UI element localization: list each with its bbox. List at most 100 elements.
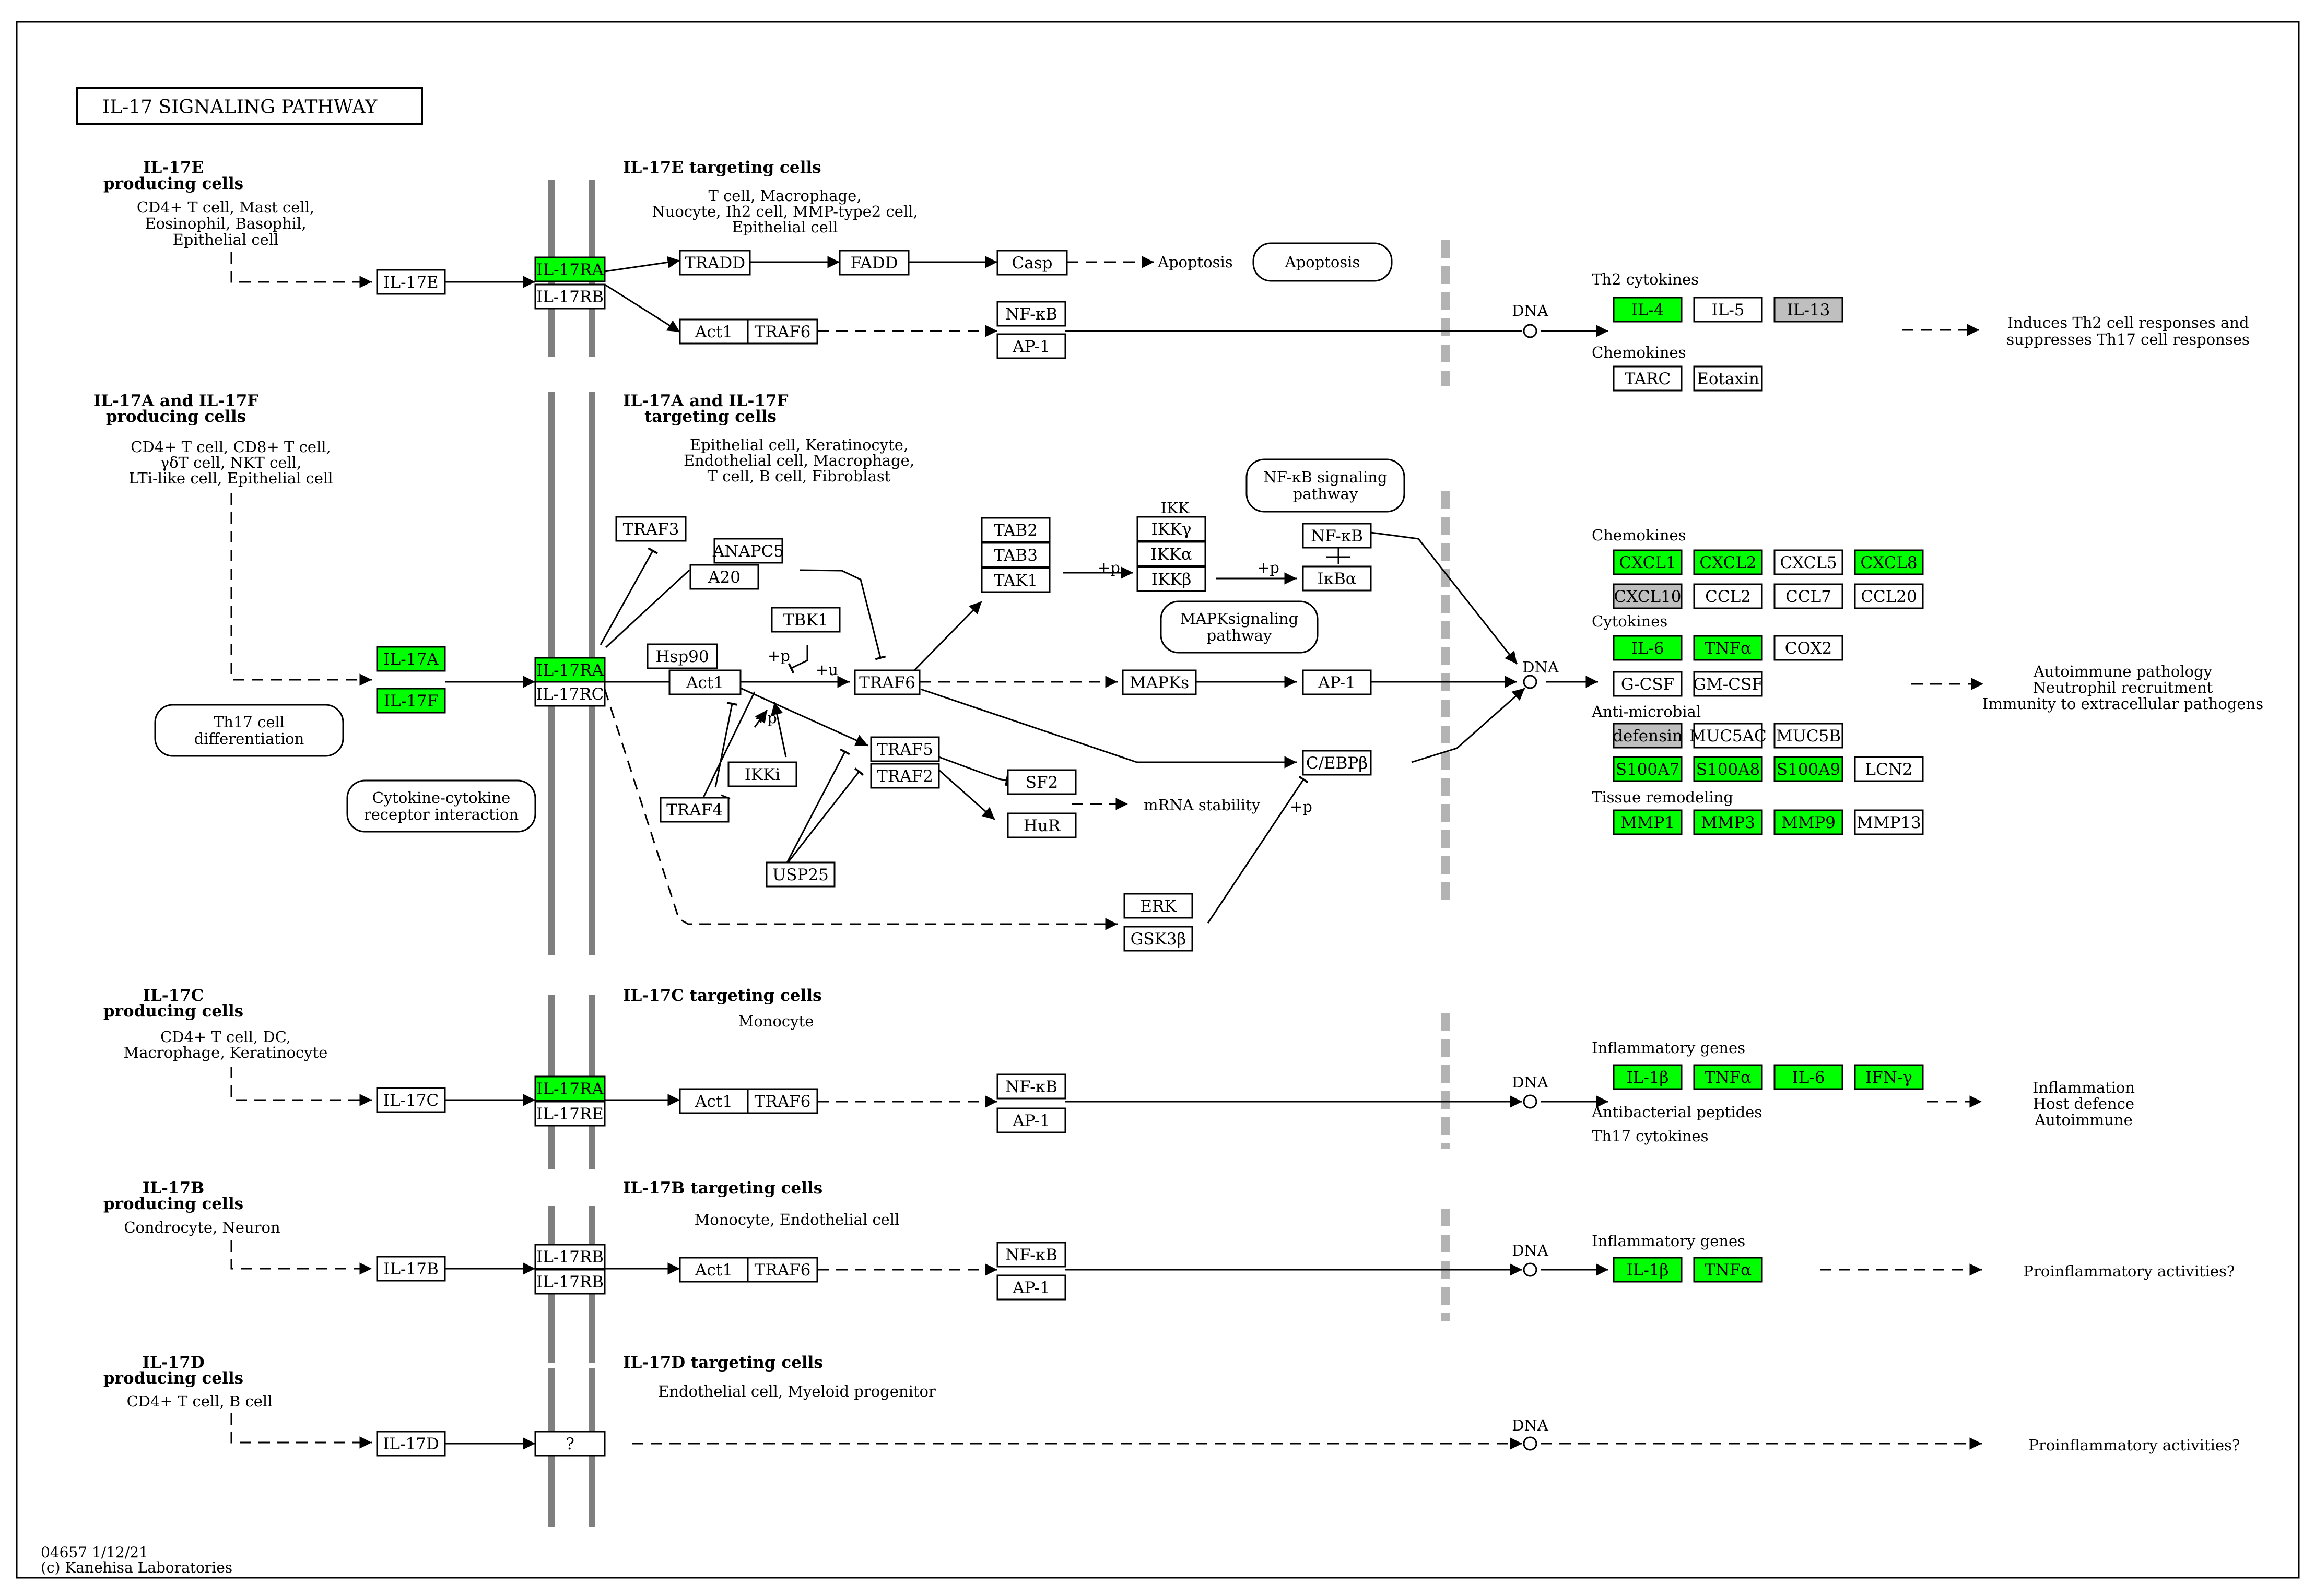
gene-node-il4[interactable]: IL-4 (1613, 297, 1683, 323)
gene-node-tnfa-b[interactable]: TNFα (1693, 1257, 1763, 1283)
gene-node-mmp13[interactable]: MMP13 (1854, 809, 1924, 835)
gene-node-box[interactable] (376, 646, 446, 672)
gene-node-box[interactable] (996, 301, 1066, 327)
gene-node-hsp90[interactable]: Hsp90 (647, 643, 718, 669)
gene-node-box[interactable] (996, 250, 1068, 276)
gene-node-box[interactable] (1122, 669, 1197, 695)
gene-node-il17f[interactable]: IL-17F (376, 688, 446, 714)
gene-node-eotaxin[interactable]: Eotaxin (1693, 365, 1763, 392)
gene-node-box[interactable] (615, 516, 687, 542)
gene-node-box[interactable] (981, 517, 1051, 543)
gene-node-box[interactable] (1854, 809, 1924, 835)
gene-node-box[interactable] (1693, 549, 1763, 575)
gene-node-tab3[interactable]: TAB3 (981, 542, 1051, 568)
gene-node-box[interactable] (660, 797, 730, 823)
gene-node-act1-b[interactable]: Act1 (679, 1257, 749, 1283)
gene-node-box[interactable] (854, 669, 921, 695)
map-link-box[interactable] (346, 779, 536, 833)
gene-node-box[interactable] (747, 1257, 818, 1283)
gene-node-lcn2[interactable]: LCN2 (1854, 756, 1924, 782)
gene-node-box[interactable] (679, 250, 751, 276)
gene-node-gmcsf[interactable]: GM-CSF (1693, 671, 1763, 697)
gene-node-traf3[interactable]: TRAF3 (615, 516, 687, 542)
gene-node-box[interactable] (839, 250, 910, 276)
gene-node-il17rb-b2[interactable]: IL-17RB (534, 1269, 606, 1295)
gene-node-cebpb[interactable]: C/EBPβ (1302, 750, 1372, 776)
gene-node-box[interactable] (647, 643, 718, 669)
map-link-box[interactable] (1245, 458, 1405, 513)
gene-node-box[interactable] (534, 283, 606, 310)
gene-node-unknown-d[interactable]: ? (534, 1431, 606, 1457)
gene-node-box[interactable] (1613, 549, 1683, 575)
gene-node-box[interactable] (996, 1073, 1066, 1100)
gene-node-il17re[interactable]: IL-17RE (534, 1101, 606, 1127)
gene-node-mapks[interactable]: MAPKs (1122, 669, 1197, 695)
gene-node-box[interactable] (713, 538, 783, 564)
gene-node-a20[interactable]: A20 (689, 564, 759, 590)
gene-node-mmp3[interactable]: MMP3 (1693, 809, 1763, 835)
gene-node-il17ra-e[interactable]: IL-17RA (534, 256, 606, 282)
gene-node-gsk3b[interactable]: GSK3β (1123, 926, 1193, 952)
gene-node-box[interactable] (1854, 583, 1924, 609)
gene-node-box[interactable] (996, 1242, 1066, 1268)
gene-node-box[interactable] (1773, 635, 1843, 661)
gene-node-box[interactable] (1613, 635, 1683, 661)
gene-node-box[interactable] (534, 681, 606, 707)
gene-node-box[interactable] (766, 861, 836, 888)
gene-node-box[interactable] (1613, 809, 1683, 835)
gene-node-box[interactable] (376, 688, 446, 714)
gene-node-box[interactable] (1693, 809, 1763, 835)
gene-node-box[interactable] (376, 269, 446, 295)
gene-node-box[interactable] (679, 1088, 749, 1114)
gene-node-box[interactable] (870, 736, 940, 762)
gene-node-traf4[interactable]: TRAF4 (660, 797, 730, 823)
gene-node-traf6-c[interactable]: TRAF6 (747, 1088, 818, 1114)
gene-node-act1-e[interactable]: Act1 (679, 318, 749, 345)
gene-node-cxcl5[interactable]: CXCL5 (1773, 549, 1843, 575)
gene-node-box[interactable] (534, 1244, 606, 1270)
gene-node-tab2[interactable]: TAB2 (981, 517, 1051, 543)
gene-node-ccl7[interactable]: CCL7 (1773, 583, 1843, 609)
gene-node-ikkg[interactable]: IKKγ (1136, 516, 1206, 542)
gene-node-cxcl8[interactable]: CXCL8 (1854, 549, 1924, 575)
gene-node-box[interactable] (1613, 671, 1683, 697)
gene-node-box[interactable] (1123, 926, 1193, 952)
gene-node-box[interactable] (1613, 1064, 1683, 1090)
gene-node-il1b-c[interactable]: IL-1β (1613, 1064, 1683, 1090)
gene-node-erk[interactable]: ERK (1123, 893, 1193, 919)
gene-node-ifng[interactable]: IFN-γ (1854, 1064, 1924, 1090)
gene-node-il6-a[interactable]: IL-6 (1613, 635, 1683, 661)
gene-node-box[interactable] (1007, 769, 1077, 795)
gene-node-box[interactable] (1302, 565, 1372, 592)
gene-node-box[interactable] (1302, 523, 1372, 549)
gene-node-muc5b[interactable]: MUC5B (1773, 723, 1843, 749)
gene-node-ap1-e[interactable]: AP-1 (996, 333, 1066, 359)
gene-node-traf2[interactable]: TRAF2 (870, 763, 940, 789)
gene-node-anapc5[interactable]: ANAPC5 (712, 538, 784, 564)
gene-node-box[interactable] (534, 1075, 606, 1102)
gene-node-il17rb-e[interactable]: IL-17RB (534, 283, 606, 310)
gene-node-box[interactable] (1613, 365, 1683, 392)
gene-node-defensin[interactable]: defensin (1613, 723, 1683, 749)
gene-node-ikka[interactable]: IKKα (1136, 541, 1206, 567)
gene-node-box[interactable] (1693, 635, 1763, 661)
gene-node-box[interactable] (1693, 1257, 1763, 1283)
gene-node-box[interactable] (981, 567, 1051, 593)
gene-node-box[interactable] (679, 318, 749, 345)
gene-node-nfkb-a[interactable]: NF-κB (1302, 523, 1372, 549)
gene-node-box[interactable] (1773, 809, 1843, 835)
gene-node-box[interactable] (1773, 723, 1843, 749)
gene-node-casp[interactable]: Casp (996, 250, 1068, 276)
gene-node-box[interactable] (1693, 365, 1763, 392)
gene-node-nfkb-b[interactable]: NF-κB (996, 1242, 1066, 1268)
gene-node-act1-c[interactable]: Act1 (679, 1088, 749, 1114)
gene-node-il17rb-b1[interactable]: IL-17RB (534, 1244, 606, 1270)
gene-node-nfkb-c[interactable]: NF-κB (996, 1073, 1066, 1100)
gene-node-box[interactable] (534, 1101, 606, 1127)
gene-node-mmp1[interactable]: MMP1 (1613, 809, 1683, 835)
gene-node-box[interactable] (1136, 541, 1206, 567)
gene-node-il5[interactable]: IL-5 (1693, 297, 1763, 323)
gene-node-tbk1[interactable]: TBK1 (771, 607, 841, 633)
gene-node-box[interactable] (771, 607, 841, 633)
